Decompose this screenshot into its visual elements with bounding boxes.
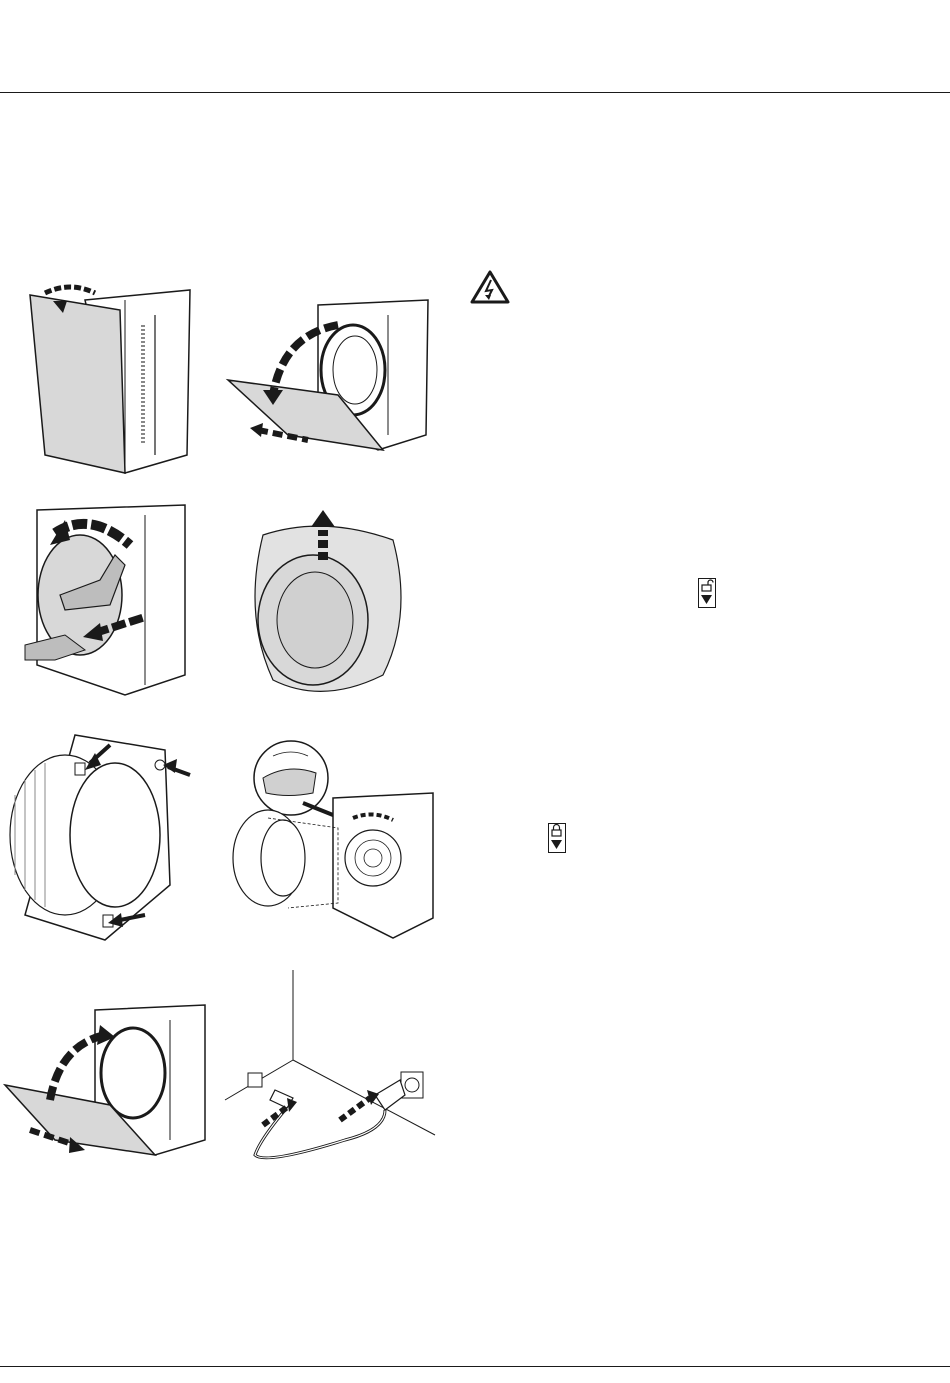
figure-step-3 bbox=[25, 505, 195, 700]
figure-step-8 bbox=[225, 970, 440, 1170]
electric-warning-icon bbox=[470, 270, 510, 309]
unlock-down-icon bbox=[698, 578, 716, 608]
lock-down-icon bbox=[548, 823, 566, 853]
figure-step-7 bbox=[5, 1005, 210, 1160]
header-rule bbox=[0, 92, 950, 93]
dashed-arrow-icon bbox=[287, 1098, 297, 1112]
footer-rule bbox=[0, 1366, 950, 1367]
figure-step-1 bbox=[25, 285, 195, 475]
figure-step-5 bbox=[5, 725, 200, 945]
figure-step-4 bbox=[243, 505, 408, 700]
dashed-arrow-icon bbox=[250, 423, 263, 437]
up-arrow-icon bbox=[311, 510, 335, 527]
figure-step-2 bbox=[228, 295, 433, 455]
figure-step-6 bbox=[228, 738, 438, 943]
